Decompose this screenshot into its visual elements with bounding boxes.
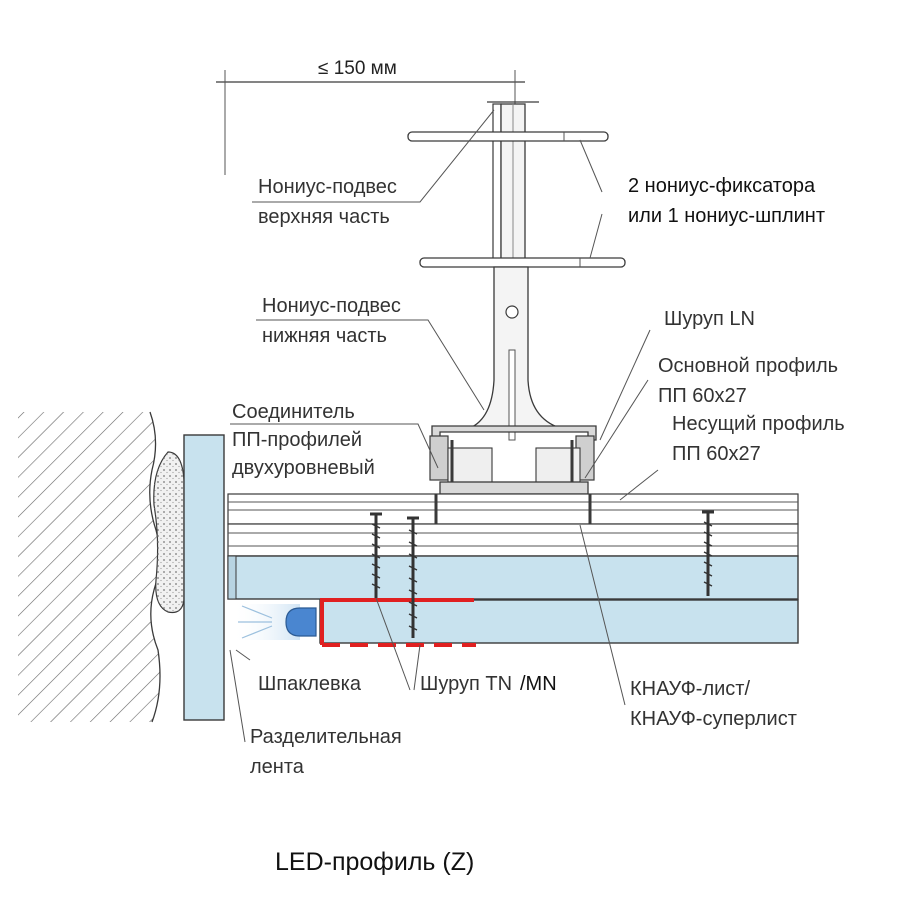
svg-text:/MN: /MN [520, 673, 557, 695]
svg-text:верхняя часть: верхняя часть [258, 206, 390, 228]
knauf-board-upper [227, 555, 799, 600]
led-profile-z [320, 598, 476, 647]
svg-text:Шуруп TN: Шуруп TN [420, 673, 512, 695]
svg-text:Нониус-подвес: Нониус-подвес [262, 295, 401, 317]
label-nonius-bottom: Нониус-подвес нижняя часть [262, 295, 401, 347]
svg-text:Разделительная: Разделительная [250, 726, 402, 748]
knauf-board-lower [319, 599, 799, 644]
caption-led-profile: LED-профиль (Z) [275, 848, 474, 876]
dimension-label: ≤ 150 мм [318, 58, 397, 79]
screw-tn-1 [370, 512, 382, 598]
label-carrying-profile: Несущий профиль ПП 60x27 [672, 413, 845, 465]
svg-text:ПП-профилей: ПП-профилей [232, 429, 362, 451]
svg-text:ПП 60x27: ПП 60x27 [672, 443, 761, 465]
svg-text:нижняя часть: нижняя часть [262, 325, 387, 347]
label-putty: Шпаклевка [258, 673, 362, 695]
main-profile-assembly [429, 425, 597, 495]
carrying-profile [227, 493, 799, 557]
screw-tn-3 [702, 510, 714, 596]
label-fixators: 2 нониус-фиксатора или 1 нониус-шплинт [628, 175, 825, 227]
label-separation-tape: Разделительная лента [250, 726, 402, 778]
svg-text:двухуровневый: двухуровневый [232, 457, 375, 479]
label-screw-tn: Шуруп TN /MN [420, 673, 557, 695]
concrete-wall [18, 411, 161, 723]
label-nonius-top: Нониус-подвес верхняя часть [258, 176, 397, 228]
svg-text:Нониус-подвес: Нониус-подвес [258, 176, 397, 198]
svg-text:Несущий профиль: Несущий профиль [672, 413, 845, 435]
dimension-150mm: ≤ 150 мм [216, 58, 525, 175]
svg-text:лента: лента [250, 756, 305, 778]
led-light [232, 604, 317, 640]
nonius-fixator-lower [419, 257, 626, 268]
label-knauf: КНАУФ-лист/ КНАУФ-суперлист [630, 678, 797, 730]
label-connector: Соединитель ПП-профилей двухуровневый [232, 401, 375, 479]
svg-text:КНАУФ-лист/: КНАУФ-лист/ [630, 678, 750, 700]
svg-text:КНАУФ-суперлист: КНАУФ-суперлист [630, 708, 797, 730]
nonius-fixator-upper [407, 131, 609, 142]
label-main-profile: Основной профиль ПП 60x27 [658, 355, 838, 407]
wall-board [183, 434, 225, 721]
screw-tn-2 [407, 516, 419, 638]
leader-lines [229, 109, 659, 743]
svg-text:Основной профиль: Основной профиль [658, 355, 838, 377]
svg-text:Соединитель: Соединитель [232, 401, 355, 423]
label-screw-ln: Шуруп LN [664, 308, 755, 330]
nonius-hanger [407, 101, 626, 441]
svg-text:ПП 60x27: ПП 60x27 [658, 385, 747, 407]
svg-text:или 1 нониус-шплинт: или 1 нониус-шплинт [628, 205, 825, 227]
svg-text:2 нониус-фиксатора: 2 нониус-фиксатора [628, 175, 816, 197]
